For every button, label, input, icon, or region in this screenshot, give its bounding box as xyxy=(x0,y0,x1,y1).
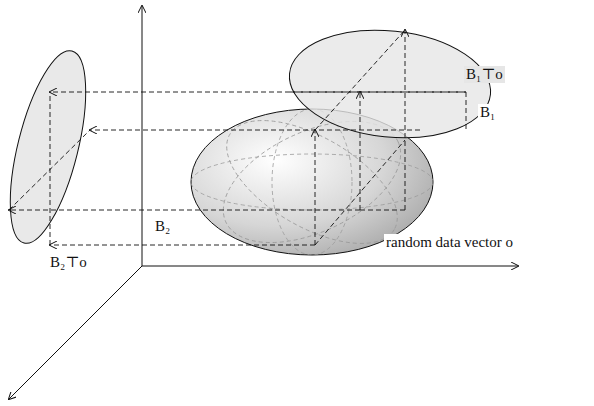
vector-label: random data vector o xyxy=(384,234,515,251)
projection-label: B₂⊤o xyxy=(48,254,89,271)
matrix-label: B₁ xyxy=(478,104,497,121)
matrix-label: B₂ xyxy=(153,218,172,235)
projection-label: B₁⊤o xyxy=(464,66,505,83)
